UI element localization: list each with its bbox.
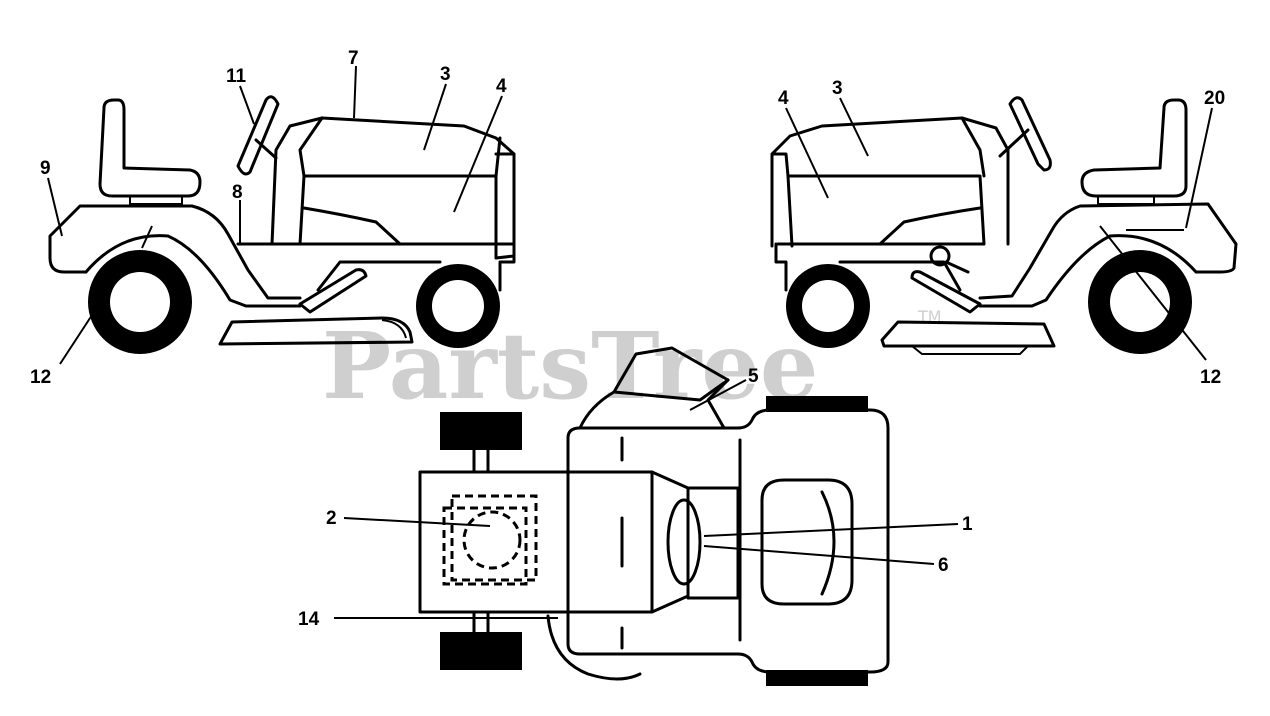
pedal xyxy=(910,270,982,314)
seat-top xyxy=(760,478,854,606)
steering-wheel xyxy=(236,95,280,176)
rear-wheel-hub xyxy=(110,272,170,332)
leader-lines xyxy=(47,65,1213,619)
engine-cover-outline-2 xyxy=(450,494,538,582)
seat-back-top xyxy=(820,490,836,596)
callout-numbers: 11 7 3 4 9 8 12 4 3 20 12 5 2 1 6 14 xyxy=(30,48,1225,630)
lift-lever xyxy=(944,260,970,274)
callout-11: 11 xyxy=(226,66,247,87)
air-filter-outline xyxy=(462,510,522,570)
callout-12-left: 12 xyxy=(30,367,51,388)
footwell xyxy=(686,486,740,600)
dash-panel xyxy=(270,116,516,260)
callout-9: 9 xyxy=(40,158,51,179)
seat-base xyxy=(129,195,183,205)
dash-top xyxy=(650,470,690,614)
chassis-top xyxy=(566,408,890,674)
hood-outline xyxy=(298,116,502,260)
deck-skirt xyxy=(911,345,1029,355)
callout-3-left: 3 xyxy=(440,64,451,85)
front-tire-bottom xyxy=(440,632,522,670)
callout-2: 2 xyxy=(326,508,337,529)
tractor-right-side-view xyxy=(770,96,1238,355)
steering-wheel-top xyxy=(666,498,702,586)
discharge-chute xyxy=(578,346,730,430)
callout-5: 5 xyxy=(748,366,759,387)
grille xyxy=(494,136,516,178)
hood-outline xyxy=(770,116,1010,248)
callout-14: 14 xyxy=(298,609,320,630)
callout-8: 8 xyxy=(232,182,243,203)
body-lines xyxy=(620,436,742,650)
callout-4-right: 4 xyxy=(778,88,789,109)
chute-flap xyxy=(612,378,730,402)
frame xyxy=(236,242,516,292)
steering-wheel xyxy=(1008,96,1052,172)
callout-20: 20 xyxy=(1204,88,1225,109)
mower-deck xyxy=(880,320,1056,348)
engine-cover-outline xyxy=(442,506,528,586)
seat xyxy=(98,98,202,198)
watermark-text: PartsTree xyxy=(322,312,818,420)
rear-wheel-hub xyxy=(1110,272,1170,332)
frame xyxy=(774,242,962,292)
lift-lever-knob xyxy=(929,245,951,267)
callout-3-right: 3 xyxy=(832,78,843,99)
callout-12-right: 12 xyxy=(1200,367,1221,388)
steering-column xyxy=(998,128,1030,158)
mower-deck xyxy=(218,316,414,346)
rear-fender xyxy=(978,202,1238,308)
callout-1: 1 xyxy=(962,514,973,535)
rear-tire-bottom xyxy=(766,670,868,686)
front-wheel-hub xyxy=(432,280,484,332)
front-tire-top xyxy=(440,412,522,450)
deck-chute xyxy=(381,319,407,339)
rear-fender xyxy=(48,204,302,308)
pedal xyxy=(298,268,368,314)
hood-top xyxy=(418,470,654,614)
callout-7-left: 7 xyxy=(348,48,359,69)
steering-column xyxy=(254,138,278,160)
callout-6: 6 xyxy=(938,555,949,576)
front-axle xyxy=(472,448,490,634)
callout-4-left: 4 xyxy=(496,76,507,97)
seat xyxy=(1080,98,1188,198)
watermark: PartsTree TM xyxy=(322,307,942,420)
tractor-left-side-view xyxy=(48,95,516,354)
deck-edge-top xyxy=(546,614,642,681)
rear-tire-top xyxy=(766,396,868,412)
front-wheel-hub xyxy=(802,280,854,332)
dash-panel xyxy=(960,116,986,178)
tractor-top-view xyxy=(418,346,890,686)
